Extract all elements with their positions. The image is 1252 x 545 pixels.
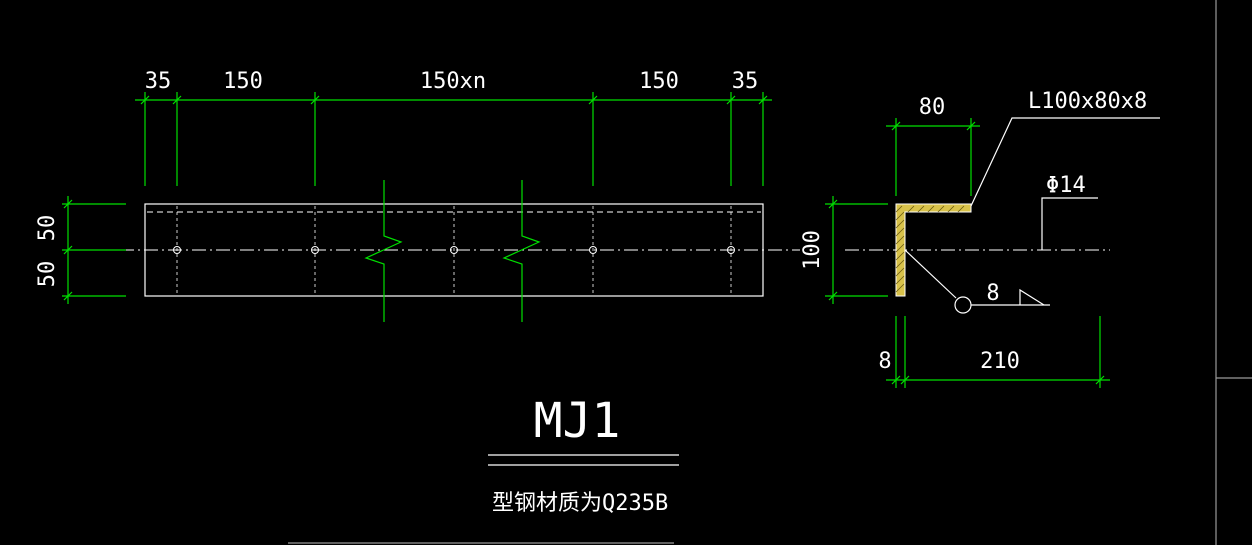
dim-label: 35	[732, 69, 759, 94]
anchor-hole	[173, 246, 181, 254]
leader-line	[1041, 197, 1098, 250]
break-line	[364, 180, 403, 322]
dim-label: 8	[878, 349, 891, 374]
top-dimension-chain: 35 150 150xn 150 35	[135, 69, 772, 186]
rebar-spec-label: Φ14	[1046, 173, 1086, 198]
angle-spec-label: L100x80x8	[1028, 89, 1147, 114]
dim-label: 150	[223, 69, 263, 94]
drawing-title: MJ1	[534, 393, 621, 449]
fillet-weld-icon	[1019, 288, 1045, 306]
anchor-hole	[727, 246, 735, 254]
embedded-part-section: 80 L100x80x8 Φ14 100 8 8 210	[800, 89, 1160, 388]
anchor-hole	[589, 246, 597, 254]
dim-label: 210	[980, 349, 1020, 374]
anchor-holes	[173, 246, 735, 254]
left-dimension-chain: 50 50	[35, 196, 126, 304]
anchor-hole	[450, 246, 458, 254]
anchor-hole	[311, 246, 319, 254]
embedded-part-elevation	[120, 180, 800, 322]
dim-label: 50	[35, 261, 60, 288]
leader-line	[970, 117, 1160, 207]
dim-label: 50	[35, 215, 60, 242]
break-line	[502, 180, 541, 322]
dim-label: 35	[145, 69, 172, 94]
weld-all-around-icon	[954, 296, 972, 314]
dim-label: 150xn	[420, 69, 486, 94]
drawing-title-block: MJ1 型钢材质为Q235B	[488, 393, 679, 516]
anchor-lines	[176, 206, 732, 294]
weld-size-label: 8	[986, 281, 999, 306]
dim-label: 100	[800, 230, 825, 270]
angle-hatch	[895, 205, 965, 293]
dim-label: 150	[639, 69, 679, 94]
material-note: 型钢材质为Q235B	[492, 491, 668, 516]
dim-label: 80	[919, 95, 946, 120]
angle-steel-profile	[895, 203, 972, 297]
weld-leader	[904, 249, 957, 299]
